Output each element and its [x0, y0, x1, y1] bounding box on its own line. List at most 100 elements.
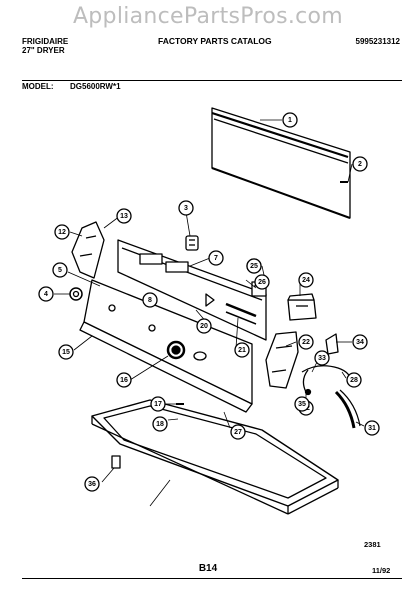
- callout-number: 18: [156, 421, 164, 428]
- callout-circle: [246, 258, 262, 274]
- callout-number: 7: [214, 255, 218, 262]
- bracket-part-34: [325, 333, 339, 355]
- callout-circle: [58, 344, 74, 360]
- knob-part-4: [69, 287, 83, 301]
- callout-number: 15: [62, 349, 70, 356]
- page-number: B14: [198, 563, 218, 574]
- callout-24: 24: [298, 272, 314, 288]
- date-code: 11/92: [372, 566, 391, 575]
- callout-circle: [294, 396, 310, 412]
- end-cap-left: [71, 221, 105, 279]
- callout-number: 36: [88, 481, 96, 488]
- console-rear-panel: [211, 107, 351, 219]
- callout-number: 4: [44, 291, 48, 298]
- end-cap-right: [265, 331, 299, 389]
- callout-15: 15: [58, 344, 74, 360]
- callout-20: 20: [196, 318, 212, 334]
- callout-circle: [54, 224, 70, 240]
- callout-8: 8: [142, 292, 158, 308]
- callout-number: 24: [302, 277, 310, 284]
- callout-circle: [150, 396, 166, 412]
- model-label: MODEL:: [22, 82, 54, 91]
- callout-17: 17: [150, 396, 166, 412]
- callout-circle: [314, 350, 330, 366]
- callout-number: 34: [356, 339, 364, 346]
- callout-34: 34: [352, 334, 368, 350]
- callout-2: 2: [352, 156, 368, 172]
- callout-circle: [196, 318, 212, 334]
- brand-block: FRIGIDAIRE 27" DRYER: [22, 37, 68, 55]
- callout-circle: [116, 372, 132, 388]
- callout-3: 3: [178, 200, 194, 216]
- callout-number: 22: [302, 339, 310, 346]
- callout-number: 27: [234, 429, 242, 436]
- callout-circle: [298, 334, 314, 350]
- callout-25: 25: [246, 258, 262, 274]
- callout-number: 3: [184, 205, 188, 212]
- catalog-number: 5995231312: [355, 37, 401, 46]
- callout-number: 21: [238, 347, 246, 354]
- callout-number: 33: [318, 355, 326, 362]
- callout-number: 13: [120, 213, 128, 220]
- brand-name: FRIGIDAIRE: [22, 37, 69, 46]
- callout-18: 18: [152, 416, 168, 432]
- callout-number: 2: [358, 161, 362, 168]
- top-cover: [91, 399, 339, 515]
- model-number: DG5600RW*1: [70, 82, 121, 91]
- product-type: 27" DRYER: [22, 46, 65, 55]
- callout-36: 36: [84, 476, 100, 492]
- callout-circle: [178, 200, 194, 216]
- callout-16: 16: [116, 372, 132, 388]
- callout-circle: [364, 420, 380, 436]
- watermark: AppliancePartsPros.com: [72, 4, 344, 29]
- callout-7: 7: [208, 250, 224, 266]
- callout-22: 22: [298, 334, 314, 350]
- callout-circle: [230, 424, 246, 440]
- callout-21: 21: [234, 342, 250, 358]
- callout-5: 5: [52, 262, 68, 278]
- callout-1: 1: [282, 112, 298, 128]
- callout-circle: [84, 476, 100, 492]
- callout-circle: [298, 272, 314, 288]
- footer-divider: [22, 578, 402, 579]
- callout-33: 33: [314, 350, 330, 366]
- catalog-title: FACTORY PARTS CATALOG: [158, 36, 272, 46]
- callout-35: 35: [294, 396, 310, 412]
- callout-circle: [234, 342, 250, 358]
- callout-circle: [352, 156, 368, 172]
- callout-4: 4: [38, 286, 54, 302]
- callout-26: 26: [254, 274, 270, 290]
- timer-part-24: [287, 293, 317, 321]
- wire-harness: [301, 365, 353, 396]
- callout-circle: [208, 250, 224, 266]
- callout-number: 31: [368, 425, 376, 432]
- hinge-part-36: [111, 455, 121, 469]
- callout-circle: [52, 262, 68, 278]
- power-cord: [334, 389, 361, 429]
- callout-circle: [254, 274, 270, 290]
- callout-number: 5: [58, 267, 62, 274]
- callout-number: 35: [298, 401, 306, 408]
- control-knob-small: [185, 235, 199, 251]
- callout-circle: [116, 208, 132, 224]
- callout-number: 1: [288, 117, 292, 124]
- callout-circle: [142, 292, 158, 308]
- callout-number: 8: [148, 297, 152, 304]
- callout-number: 20: [200, 323, 208, 330]
- callout-circle: [282, 112, 298, 128]
- callout-number: 16: [120, 377, 128, 384]
- callout-number: 12: [58, 229, 66, 236]
- callout-31: 31: [364, 420, 380, 436]
- callout-layer: 1234578121315161718202122232425262728313…: [38, 112, 380, 492]
- callout-circle: [152, 416, 168, 432]
- console-front-panel: [117, 239, 267, 341]
- callout-28: 28: [346, 372, 362, 388]
- callout-number: 25: [250, 263, 258, 270]
- callout-number: 17: [154, 401, 162, 408]
- callout-circle: [346, 372, 362, 388]
- callout-number: 28: [350, 377, 358, 384]
- diagram-code: 2381: [364, 540, 381, 549]
- callout-27: 27: [230, 424, 246, 440]
- callout-number: 26: [258, 279, 266, 286]
